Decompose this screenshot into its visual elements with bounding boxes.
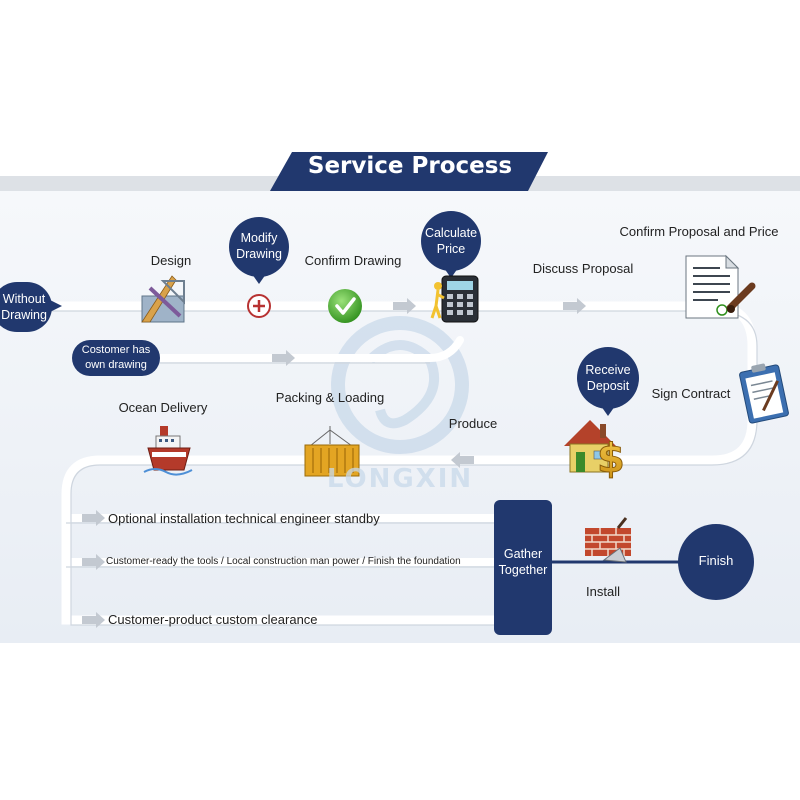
- arrow-icon: [82, 298, 586, 628]
- title-banner: [270, 152, 548, 191]
- brick-wall-icon: [585, 528, 631, 556]
- finish-bubble: [678, 524, 754, 600]
- step-packing-loading: Packing & Loading: [275, 390, 385, 405]
- without-drawing-bubble: [0, 282, 62, 332]
- step-install: Install: [586, 584, 620, 599]
- calculate-price-label: Calculate Price: [424, 226, 478, 256]
- customer-own-drawing-bubble: [72, 340, 160, 376]
- watermark-text: LONGXIN: [326, 464, 474, 494]
- ship-icon: [143, 426, 193, 476]
- container-icon: [304, 426, 360, 477]
- svg-text:$: $: [597, 436, 625, 482]
- process-path: [35, 301, 757, 625]
- page-title: Service Process: [307, 153, 513, 179]
- step-sign-contract: Sign Contract: [651, 386, 731, 401]
- branch-custom-clearance: Customer-product custom clearance: [108, 612, 318, 627]
- step-confirm-proposal-price: Confirm Proposal and Price: [619, 224, 779, 239]
- plus-icon: [247, 294, 271, 318]
- dollar-icon: $: [597, 436, 626, 483]
- without-drawing-label: Without Drawing: [1, 292, 47, 322]
- calculator-icon: [430, 275, 479, 323]
- calculate-price-bubble: [421, 211, 481, 278]
- process-path-shadow: [40, 310, 758, 626]
- receive-deposit-bubble: [577, 347, 639, 416]
- modify-drawing-label: Modify Drawing: [236, 231, 282, 261]
- gather-together-box: [494, 500, 552, 635]
- clipboard-icon: [739, 363, 789, 424]
- finish-label: Finish: [698, 553, 734, 568]
- step-confirm-drawing: Confirm Drawing: [304, 253, 402, 268]
- house-icon: [564, 420, 616, 473]
- watermark-logo: [331, 316, 469, 454]
- trowel-icon: [602, 517, 628, 563]
- pen-icon: [726, 282, 756, 313]
- check-icon: [328, 289, 362, 323]
- step-design: Design: [150, 253, 192, 268]
- step-ocean-delivery: Ocean Delivery: [118, 400, 208, 415]
- branch-optional-engineer: Optional installation technical engineer…: [108, 511, 380, 526]
- branch-customer-ready: Customer-ready the tools / Local constru…: [106, 556, 461, 567]
- diagram-panel: [0, 191, 800, 643]
- modify-drawing-bubble: [229, 217, 289, 284]
- customer-own-drawing-label: Costomer has own drawing: [81, 344, 151, 371]
- step-produce: Produce: [448, 416, 498, 431]
- step-discuss-proposal: Discuss Proposal: [532, 261, 634, 276]
- design-tools-icon: [141, 275, 185, 323]
- gather-together-label: Gather Together: [498, 547, 548, 577]
- receive-deposit-label: Receive Deposit: [585, 363, 631, 393]
- document-icon: [685, 254, 740, 319]
